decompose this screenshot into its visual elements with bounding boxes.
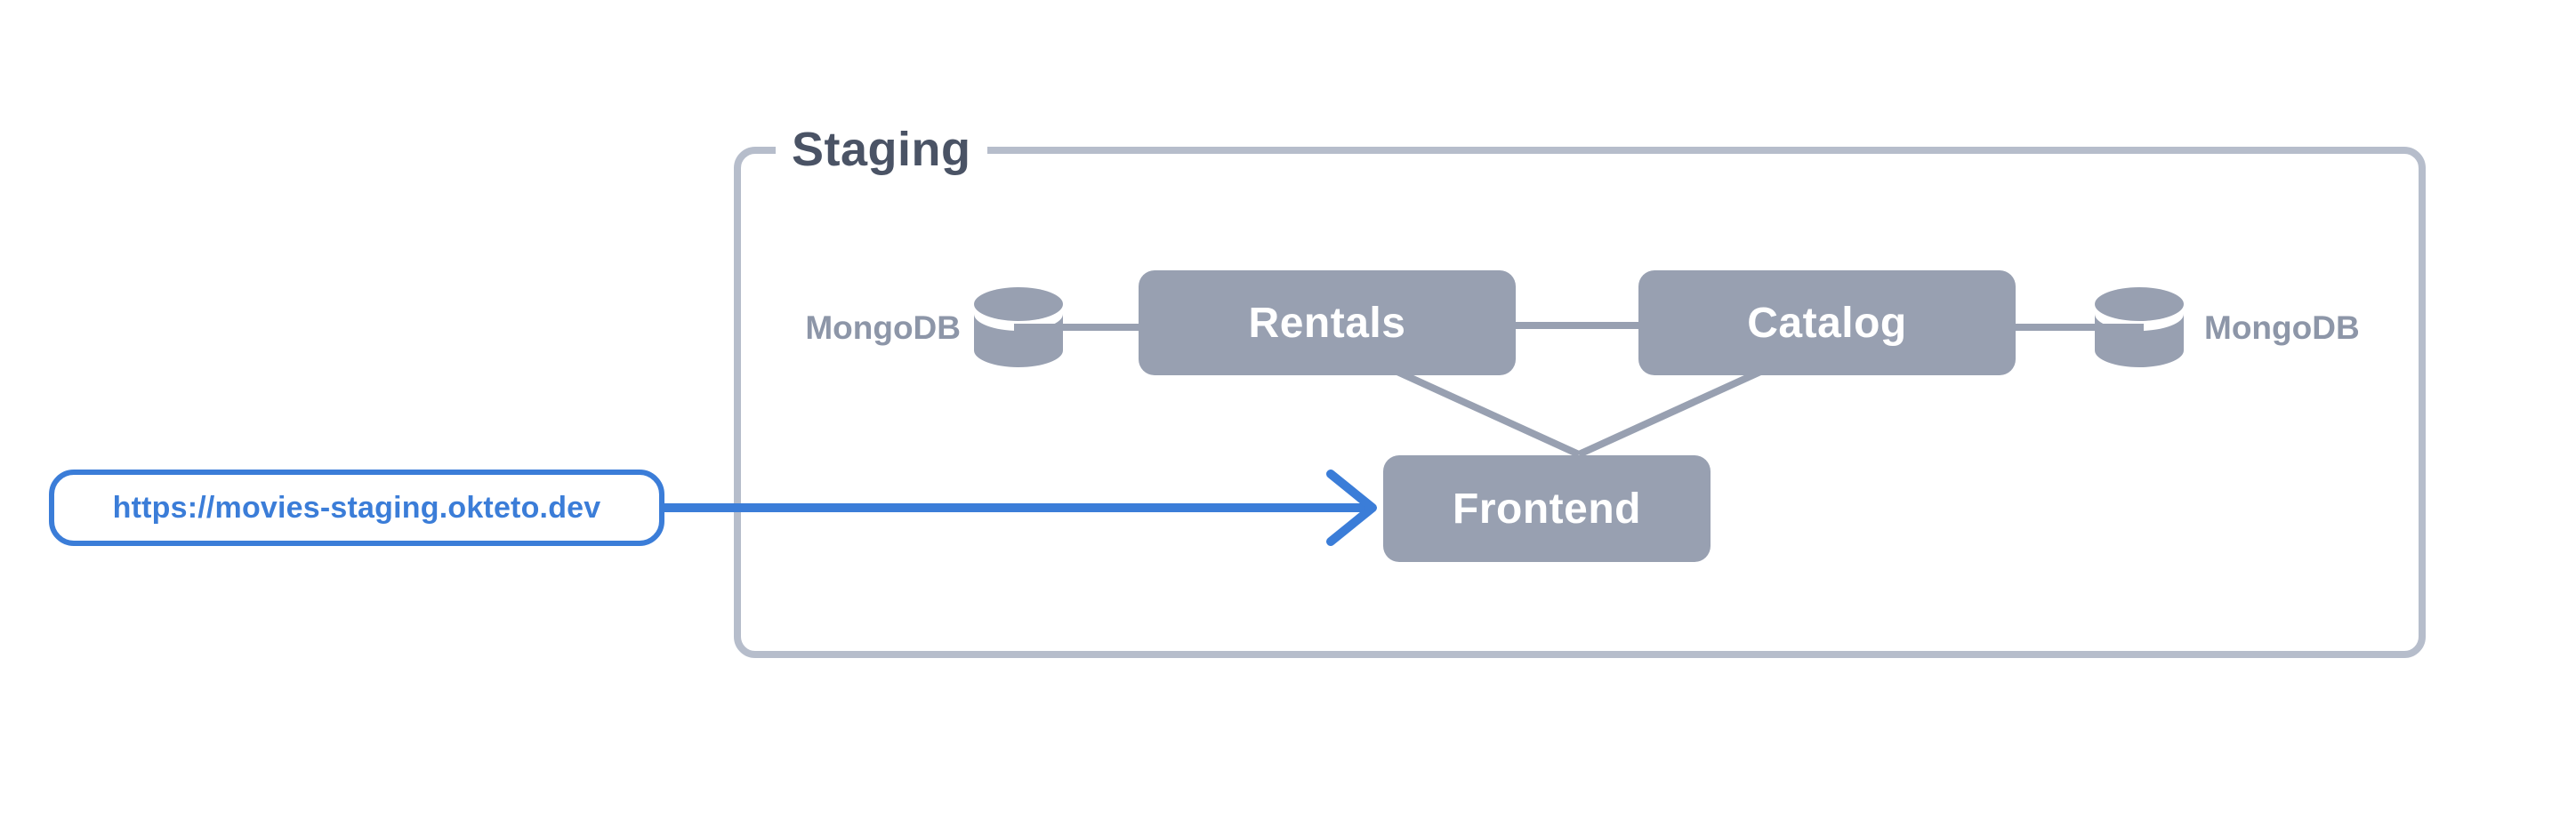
node-catalog: Catalog	[1638, 270, 2016, 375]
url-badge-text: https://movies-staging.okteto.dev	[112, 490, 601, 525]
staging-group-label: Staging	[776, 123, 987, 176]
staging-group-box	[734, 147, 2426, 658]
mongodb-label-left: MongoDB	[805, 309, 961, 346]
node-frontend: Frontend	[1383, 455, 1711, 562]
node-rentals-label: Rentals	[1248, 299, 1406, 347]
node-frontend-label: Frontend	[1453, 485, 1641, 533]
database-cylinder-icon-right	[2095, 287, 2184, 367]
mongodb-label-right: MongoDB	[2204, 309, 2360, 346]
database-cylinder-icon-left	[974, 287, 1063, 367]
url-arrow-icon	[657, 470, 1377, 546]
node-catalog-label: Catalog	[1747, 299, 1907, 347]
url-badge[interactable]: https://movies-staging.okteto.dev	[49, 470, 664, 546]
node-rentals: Rentals	[1139, 270, 1516, 375]
